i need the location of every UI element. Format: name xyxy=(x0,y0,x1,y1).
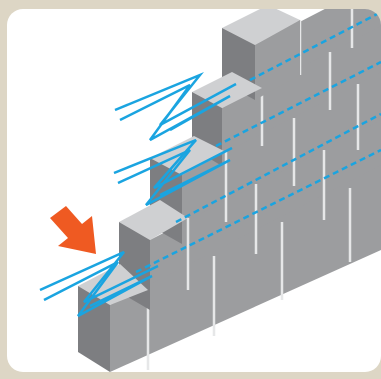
end-blocks xyxy=(78,9,300,372)
pointer-arrow xyxy=(50,206,96,254)
illustration-panel xyxy=(7,9,381,372)
wall-illustration xyxy=(39,9,381,372)
mortar-joints xyxy=(146,9,360,370)
ladder-reinforcement xyxy=(39,10,381,318)
course-5-face xyxy=(110,165,381,372)
